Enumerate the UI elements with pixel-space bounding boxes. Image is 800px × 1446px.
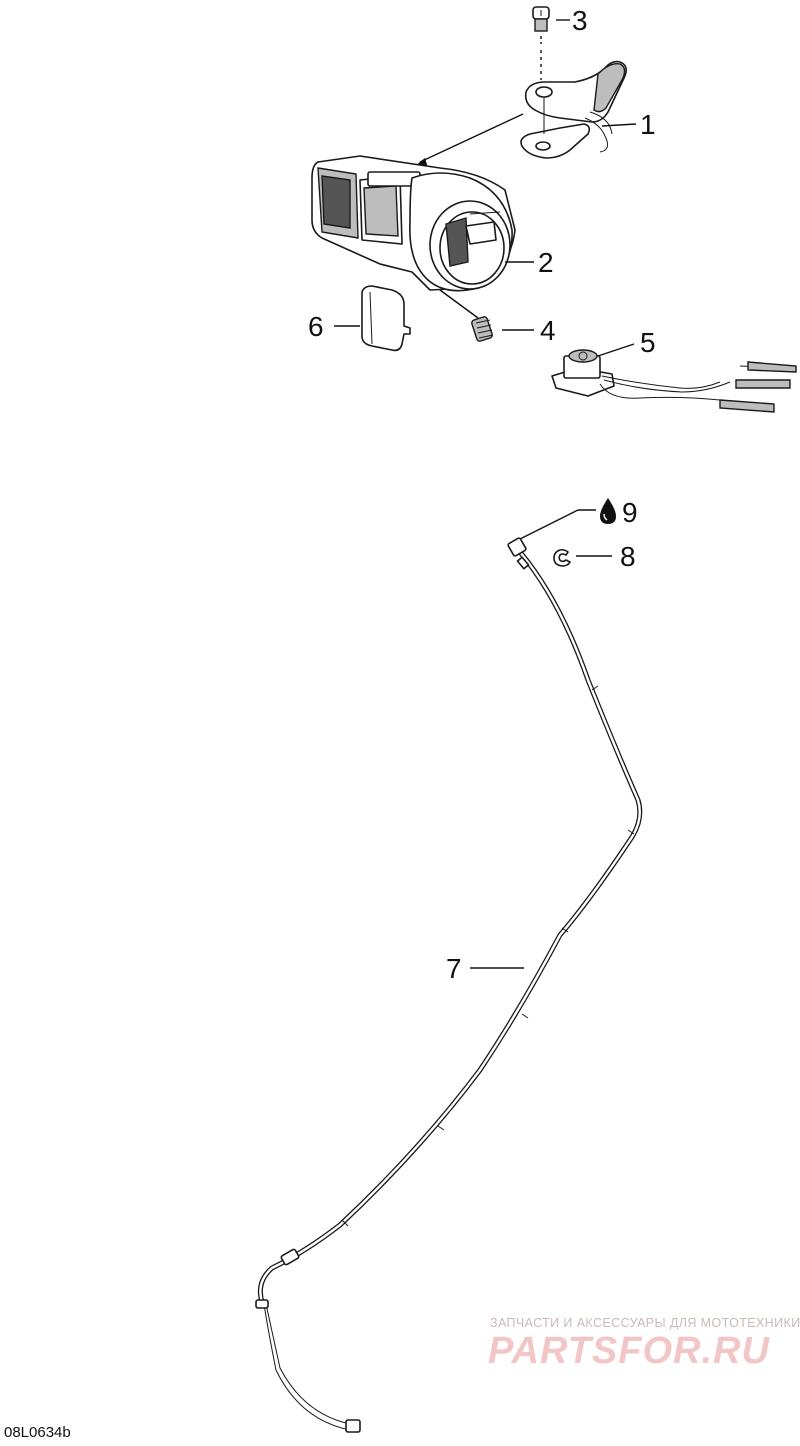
- part-7-throttle-cable: [255, 537, 643, 1433]
- callout-2: 2: [538, 247, 554, 278]
- part-8-clip: [553, 548, 571, 567]
- oil-drop-icon: [600, 498, 616, 524]
- part-6-cover: [361, 285, 411, 352]
- callout-6: 6: [308, 311, 324, 342]
- callout-7: 7: [446, 953, 462, 984]
- part-3-screw: [532, 6, 550, 80]
- part-1-throttle-lever: [520, 60, 628, 159]
- watermark-subtitle: ЗАПЧАСТИ И АКСЕССУАРЫ ДЛЯ МОТОТЕХНИКИ: [490, 1316, 800, 1330]
- callout-8: 8: [620, 541, 636, 572]
- callout-9: 9: [622, 497, 638, 528]
- part-2-throttle-housing: [311, 155, 516, 292]
- callout-3: 3: [572, 5, 588, 36]
- callout-5: 5: [640, 327, 656, 358]
- drawing-code: 08L0634b: [4, 1424, 71, 1441]
- part-4-set-screw: [471, 316, 494, 342]
- watermark-brand: PARTSFOR.RU: [488, 1330, 770, 1372]
- callout-1: 1: [640, 109, 656, 140]
- callout-4: 4: [540, 315, 556, 346]
- part-5-switch: [551, 349, 797, 413]
